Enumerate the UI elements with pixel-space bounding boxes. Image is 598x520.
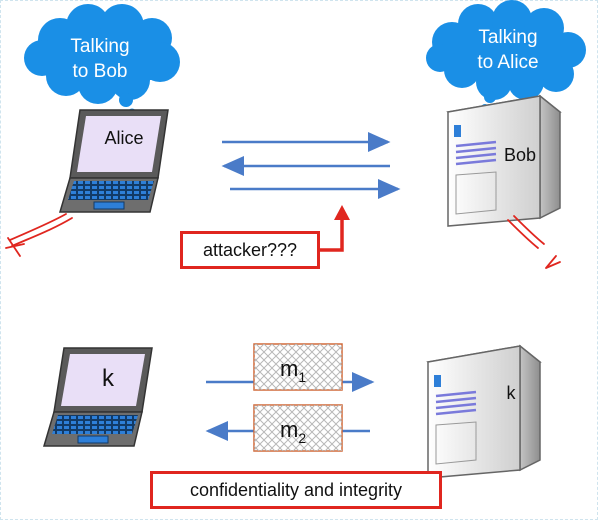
alice-screen-label: Alice — [104, 128, 143, 148]
alice-thought-line-1: Talking — [70, 36, 129, 57]
message-box-1: m1 — [253, 343, 343, 391]
attacker-pointer — [318, 205, 350, 252]
message-1-label: m1 — [280, 356, 306, 385]
top-message-arrows — [221, 132, 401, 199]
client-key-label: k — [102, 365, 115, 392]
red-scribble-arrow-right — [507, 215, 561, 269]
message-1-base: m — [280, 356, 298, 381]
message-2-label: m2 — [280, 417, 306, 446]
alice-thought-cloud: Talking to Bob — [24, 4, 180, 118]
bob-server: Bob — [446, 94, 562, 227]
red-scribble-arrow-left — [5, 213, 73, 257]
server-bottom: k — [426, 344, 542, 479]
client-laptop: k — [42, 347, 153, 447]
message-box-2: m2 — [253, 404, 343, 452]
bob-server-label: Bob — [504, 145, 536, 165]
goal-label: confidentiality and integrity — [150, 471, 442, 509]
alice-laptop: Alice — [58, 109, 169, 213]
message-1-subscript: 1 — [298, 369, 306, 385]
alice-thought-line-2: to Bob — [73, 61, 128, 82]
message-2-base: m — [280, 417, 298, 442]
message-2-subscript: 2 — [298, 430, 306, 446]
bob-thought-line-1: Talking — [478, 27, 537, 48]
server-key-label: k — [507, 383, 517, 403]
bob-thought-line-2: to Alice — [477, 52, 538, 73]
attacker-label: attacker??? — [180, 231, 320, 269]
bob-thought-cloud: Talking to Alice — [426, 0, 586, 112]
